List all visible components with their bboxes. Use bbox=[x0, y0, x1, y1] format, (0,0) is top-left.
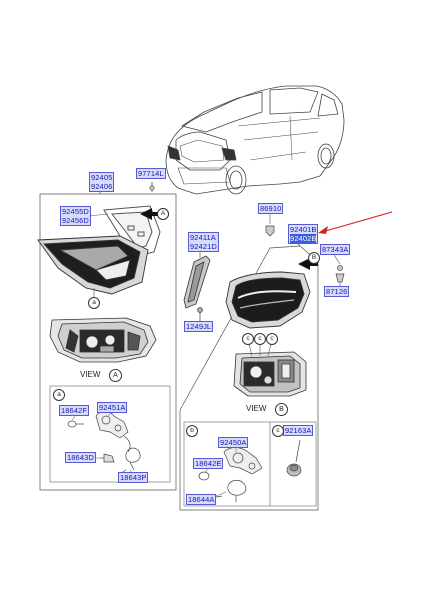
callout-1249jl[interactable]: 1249JL bbox=[184, 321, 214, 332]
sub-box-b-c bbox=[183, 421, 317, 507]
marker-b-box: b bbox=[186, 425, 198, 437]
callout-92455d-92456d[interactable]: 92455D 92456D bbox=[60, 206, 91, 226]
view-a-word: VIEW bbox=[80, 370, 101, 379]
callout-92402b-selected: 92402B bbox=[290, 234, 317, 243]
highlight-pointer-arrow bbox=[318, 211, 393, 234]
callout-92455d: 92455D bbox=[62, 207, 89, 216]
callout-97714l[interactable]: 97714L bbox=[136, 168, 166, 179]
marker-B-lamp: B bbox=[308, 252, 320, 264]
sub-box-a bbox=[49, 385, 171, 483]
marker-c-2: c bbox=[254, 333, 266, 345]
callout-92163a[interactable]: 92163A bbox=[283, 425, 314, 436]
callout-87126[interactable]: 87126 bbox=[324, 286, 350, 297]
view-a-label: VIEW bbox=[80, 370, 100, 379]
direction-arrow bbox=[140, 208, 160, 220]
bulbs-box-a bbox=[67, 411, 141, 475]
callout-18643d[interactable]: 18643D bbox=[65, 452, 96, 463]
socket-box-c bbox=[286, 439, 302, 477]
view-a-marker: A bbox=[109, 369, 122, 382]
callout-92405: 92405 bbox=[91, 173, 113, 182]
callout-86910[interactable]: 86910 bbox=[258, 203, 284, 214]
callout-92456d: 92456D bbox=[62, 216, 89, 225]
callout-92401b-92402b[interactable]: 92401B 92402B bbox=[288, 224, 319, 244]
outer-tail-lamp bbox=[225, 271, 311, 329]
marker-c-box: c bbox=[272, 425, 284, 437]
callout-87343a[interactable]: 87343A bbox=[320, 244, 351, 255]
bulbs-box-b bbox=[198, 447, 263, 502]
callout-92451a[interactable]: 92451A bbox=[97, 402, 128, 413]
callout-92450a[interactable]: 92450A bbox=[218, 437, 249, 448]
view-b-label: VIEW bbox=[246, 404, 266, 413]
callout-92405-92406[interactable]: 92405 92406 bbox=[89, 172, 115, 192]
view-b-word: VIEW bbox=[246, 404, 267, 413]
marker-c-3: c bbox=[266, 333, 278, 345]
callout-18642e[interactable]: 18642E bbox=[193, 458, 224, 469]
callout-92406: 92406 bbox=[91, 182, 113, 191]
inner-tail-lamp bbox=[37, 235, 149, 295]
view-b-marker: B bbox=[275, 403, 288, 416]
garnish-lamp-strip bbox=[183, 255, 211, 309]
callout-92411a: 92411A bbox=[190, 233, 216, 242]
marker-A-gasket: A bbox=[157, 208, 169, 220]
callout-18642f[interactable]: 18642F bbox=[59, 405, 90, 416]
callout-92401b: 92401B bbox=[290, 225, 317, 234]
callout-18643p[interactable]: 18643P bbox=[118, 472, 149, 483]
marker-a-box: a bbox=[53, 389, 65, 401]
vehicle-illustration bbox=[165, 85, 345, 195]
marker-c-1: c bbox=[242, 333, 254, 345]
marker-a-lamp: a bbox=[88, 297, 100, 309]
callout-92421d: 92421D bbox=[190, 242, 217, 251]
lamp-housing-rear-view-b bbox=[233, 351, 307, 397]
lamp-housing-rear-view-a bbox=[49, 317, 157, 363]
callout-18644a[interactable]: 18644A bbox=[186, 494, 217, 505]
callout-92411a-92421d[interactable]: 92411A 92421D bbox=[188, 232, 219, 252]
